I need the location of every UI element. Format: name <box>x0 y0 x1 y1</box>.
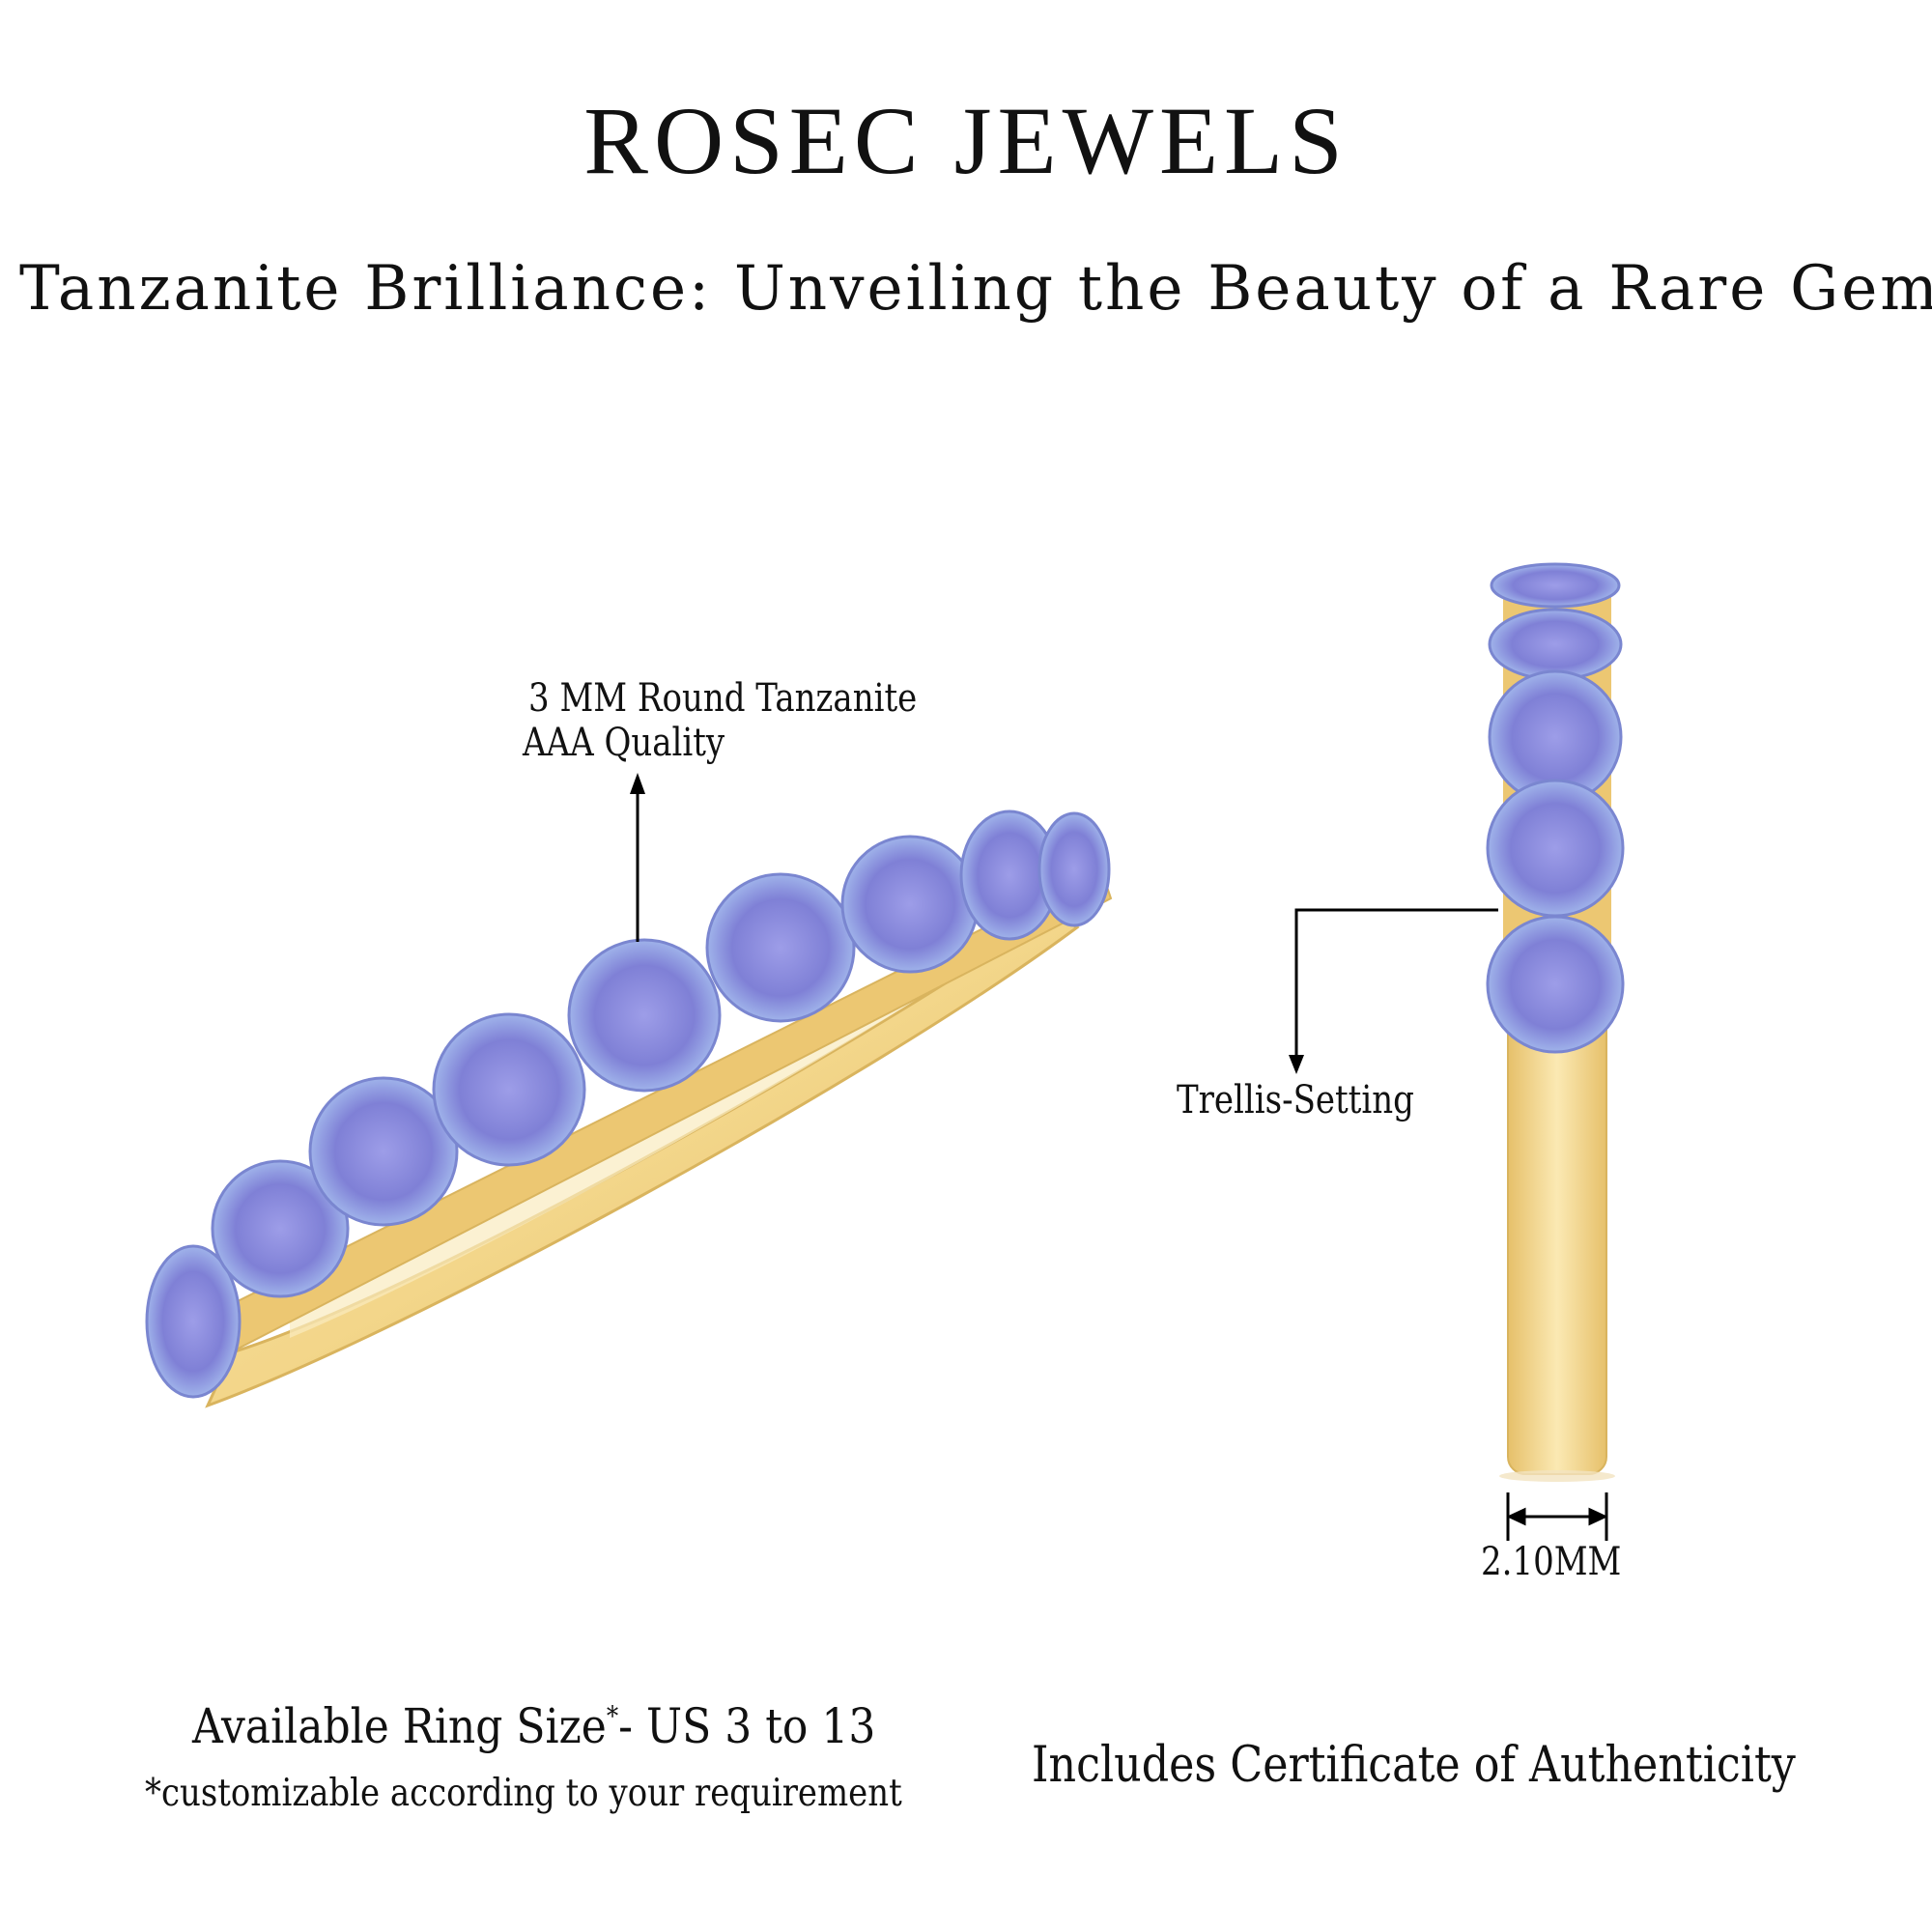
brand-title: ROSEC JEWELS <box>583 87 1349 194</box>
setting-pointer-arrow <box>1289 908 1498 1074</box>
ring-size-value: - US 3 to 13 <box>618 1698 876 1754</box>
page-subtitle: Tanzanite Brilliance: Unveiling the Beau… <box>19 253 1932 325</box>
ring-size-asterisk: * <box>606 1700 619 1732</box>
ring-size-label: Available Ring Size <box>192 1698 607 1754</box>
stone-quality-label: AAA Quality <box>523 721 725 765</box>
front-view-ring <box>1486 562 1625 1482</box>
setting-label: Trellis-Setting <box>1177 1078 1414 1122</box>
width-dimension-marker <box>1506 1492 1608 1541</box>
gemstones-row <box>145 810 1111 1399</box>
customization-note: *customizable according to your requirem… <box>145 1772 902 1815</box>
stone-pointer-arrow <box>630 773 645 942</box>
stone-spec-label: 3 MM Round Tanzanite <box>528 676 918 721</box>
side-view-ring <box>145 810 1113 1408</box>
ring-size-info: Available Ring Size*- US 3 to 13 <box>192 1698 875 1754</box>
band-width-label: 2.10MM <box>1481 1540 1622 1584</box>
certificate-note: Includes Certificate of Authenticity <box>1032 1737 1796 1794</box>
